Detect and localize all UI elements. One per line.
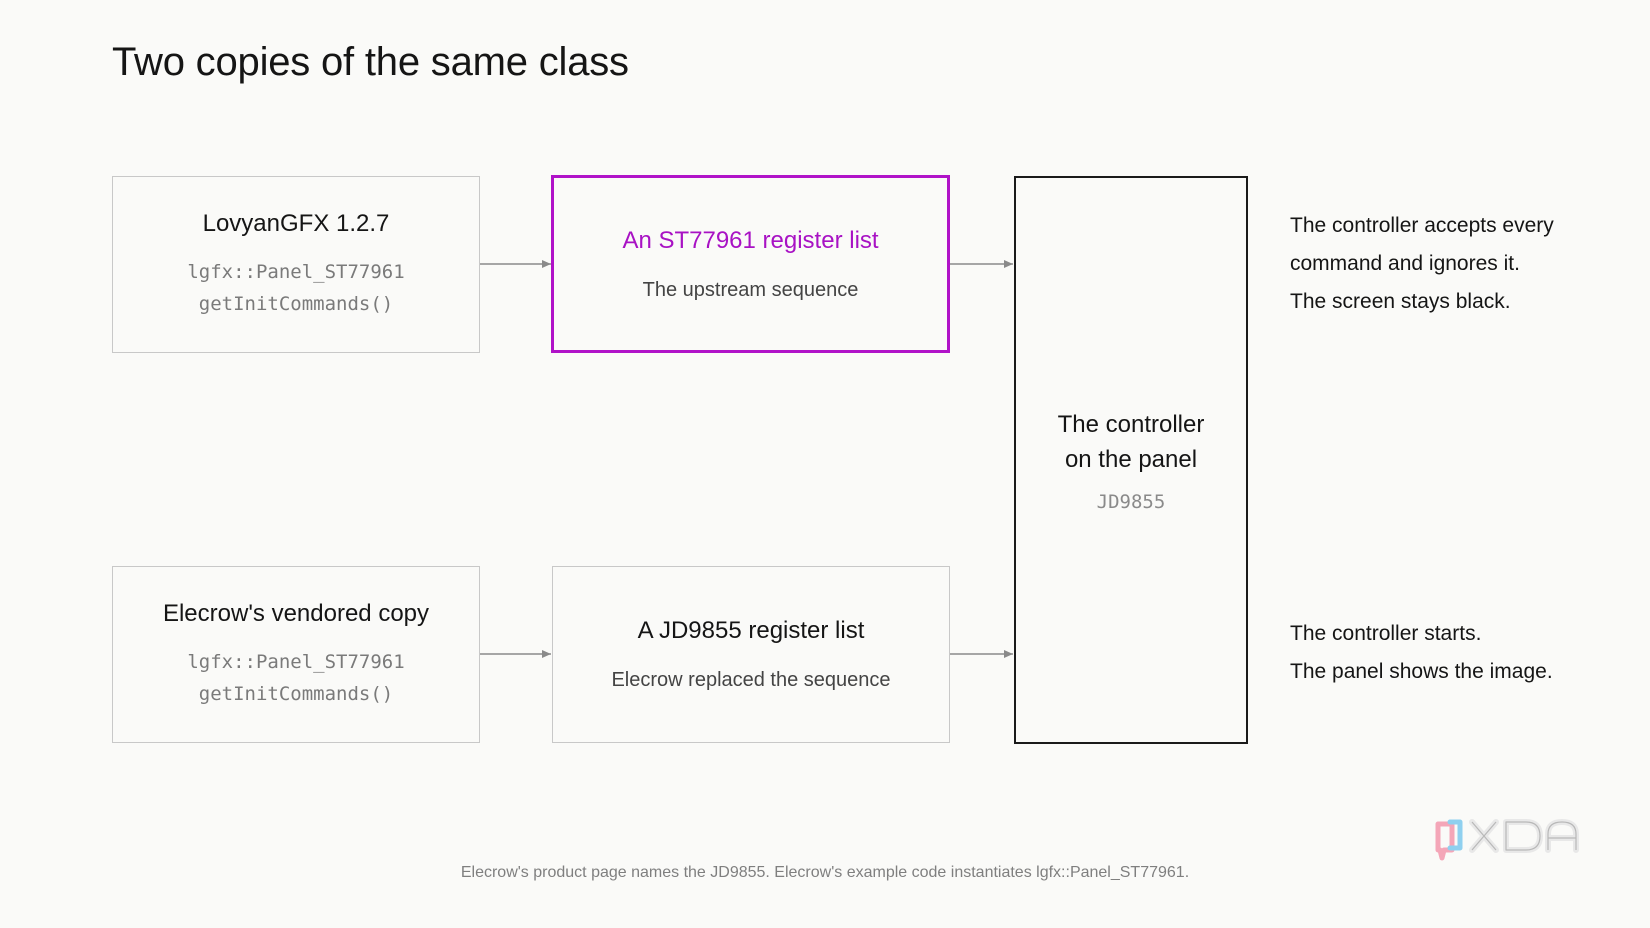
top-outcome-note: The controller accepts every command and… xyxy=(1290,207,1554,321)
st77961-register-list-subtitle: The upstream sequence xyxy=(642,278,859,301)
lovyangfx-code-line1: lgfx::Panel_ST77961 xyxy=(187,260,405,283)
bottom-outcome-note: The controller starts. The panel shows t… xyxy=(1290,615,1553,691)
elecrow-source-box: Elecrow's vendored copy lgfx::Panel_ST77… xyxy=(112,566,480,743)
jd9855-register-list-subtitle: Elecrow replaced the sequence xyxy=(611,669,891,691)
page-title: Two copies of the same class xyxy=(112,40,629,84)
elecrow-title: Elecrow's vendored copy xyxy=(162,599,430,627)
top-note-line: The screen stays black. xyxy=(1290,290,1511,313)
jd9855-register-list-box: A JD9855 register list Elecrow replaced … xyxy=(552,566,950,743)
controller-label-line2: on the panel xyxy=(1064,446,1198,473)
xda-logo xyxy=(1435,819,1579,861)
st77961-register-list-title: An ST77961 register list xyxy=(622,226,879,254)
bottom-note-line: The panel shows the image. xyxy=(1290,660,1553,683)
bottom-note-line: The controller starts. xyxy=(1290,622,1482,645)
elecrow-code: lgfx::Panel_ST77961 getInitCommands() xyxy=(187,646,404,710)
lovyangfx-source-box: LovyanGFX 1.2.7 lgfx::Panel_ST77961 getI… xyxy=(112,176,480,353)
panel-controller-box: The controller on the panel JD9855 xyxy=(1014,176,1248,744)
lovyangfx-code: lgfx::Panel_ST77961 getInitCommands() xyxy=(187,256,404,320)
jd9855-register-list-title: A JD9855 register list xyxy=(637,617,865,644)
lovyangfx-code-line2: getInitCommands() xyxy=(198,292,394,315)
top-note-line: The controller accepts every xyxy=(1290,214,1554,237)
controller-chip-code: JD9855 xyxy=(1096,491,1166,513)
elecrow-code-line1: lgfx::Panel_ST77961 xyxy=(187,650,405,673)
elecrow-code-line2: getInitCommands() xyxy=(198,682,394,705)
footer-caption: Elecrow's product page names the JD9855.… xyxy=(460,864,1190,881)
top-note-line: command and ignores it. xyxy=(1290,252,1520,275)
lovyangfx-title: LovyanGFX 1.2.7 xyxy=(202,209,390,237)
controller-label-line1: The controller xyxy=(1057,411,1205,438)
st77961-register-list-box: An ST77961 register list The upstream se… xyxy=(551,175,950,353)
